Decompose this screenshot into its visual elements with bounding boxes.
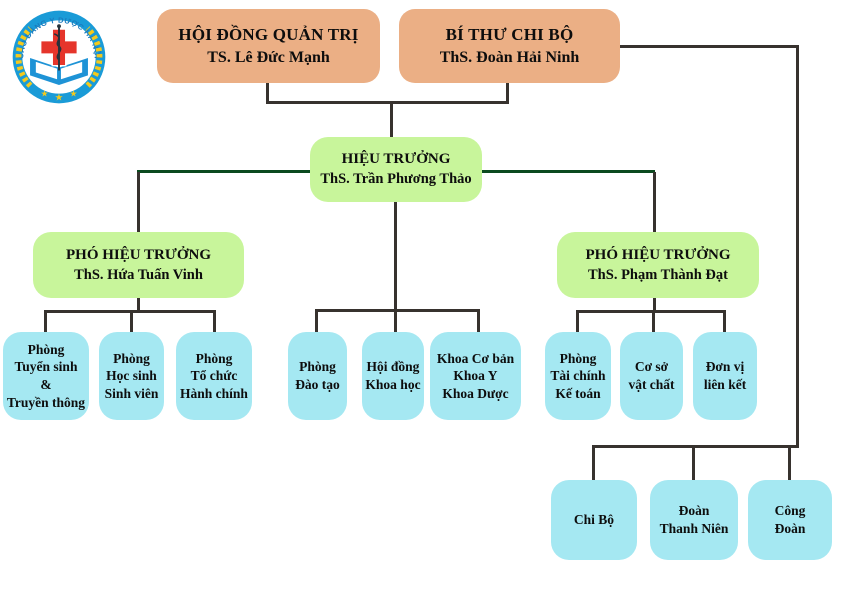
node-dept-doan-thanh-nien: Đoàn Thanh Niên bbox=[650, 480, 738, 560]
connector bbox=[788, 447, 791, 481]
node-label: Khoa Cơ bản Khoa Y Khoa Dược bbox=[436, 350, 515, 401]
connector bbox=[576, 312, 579, 333]
connector bbox=[692, 447, 695, 481]
connector bbox=[137, 298, 140, 312]
node-label: Công Đoàn bbox=[774, 503, 806, 536]
node-label: Đoàn Thanh Niên bbox=[659, 503, 729, 536]
node-label: Hội đồng Khoa học bbox=[365, 359, 421, 392]
connector bbox=[592, 445, 799, 448]
node-dept-tuyen-sinh-truyen-thong: Phòng Tuyển sinh & Truyền thông bbox=[3, 332, 89, 420]
node-vp-left-person: ThS. Hứa Tuấn Vinh bbox=[74, 266, 203, 283]
logo-cross-icon bbox=[39, 24, 79, 71]
node-board: HỘI ĐỒNG QUẢN TRỊ TS. Lê Đức Mạnh bbox=[157, 9, 380, 83]
connector bbox=[592, 447, 595, 481]
node-dept-dao-tao: Phòng Đào tạo bbox=[288, 332, 347, 420]
node-label: Phòng Tổ chức Hành chính bbox=[180, 350, 248, 401]
node-dept-don-vi-lien-ket: Đơn vị liên kết bbox=[693, 332, 757, 420]
node-label: Phòng Tài chính Kế toán bbox=[550, 350, 606, 401]
node-party-secretary-title: BÍ THƯ CHI BỘ bbox=[445, 25, 574, 44]
node-label: Phòng Tuyển sinh & Truyền thông bbox=[6, 341, 86, 410]
logo-laurel-left-icon bbox=[15, 26, 33, 88]
node-label: Phòng Đào tạo bbox=[295, 359, 340, 392]
node-vice-principal-left: PHÓ HIỆU TRƯỞNG ThS. Hứa Tuấn Vinh bbox=[33, 232, 244, 298]
node-label: Chi Bộ bbox=[573, 512, 615, 528]
node-dept-hoc-sinh-sinh-vien: Phòng Học sinh Sinh viên bbox=[99, 332, 164, 420]
node-dept-tai-chinh-ke-toan: Phòng Tài chính Kế toán bbox=[545, 332, 611, 420]
node-vice-principal-right: PHÓ HIỆU TRƯỞNG ThS. Phạm Thành Đạt bbox=[557, 232, 759, 298]
connector bbox=[44, 310, 216, 313]
connector bbox=[653, 172, 656, 232]
connector bbox=[315, 309, 480, 312]
connector bbox=[315, 311, 318, 333]
node-vp-right-person: ThS. Phạm Thành Đạt bbox=[588, 266, 728, 283]
school-logo-graphic: CAO ĐẲNG Y DƯỢC HÀ NỘI ★ ★ ★ bbox=[12, 10, 106, 104]
connector bbox=[213, 312, 216, 333]
node-dept-co-so-vat-chat: Cơ sở vật chất bbox=[620, 332, 683, 420]
connector bbox=[477, 311, 480, 333]
logo-book-icon bbox=[30, 57, 88, 85]
node-dept-khoa: Khoa Cơ bản Khoa Y Khoa Dược bbox=[430, 332, 521, 420]
connector bbox=[394, 311, 397, 333]
connector bbox=[482, 170, 655, 173]
node-principal-title: HIỆU TRƯỞNG bbox=[341, 151, 451, 167]
connector bbox=[137, 172, 140, 232]
node-board-person: TS. Lê Đức Mạnh bbox=[207, 49, 330, 66]
node-vp-right-title: PHÓ HIỆU TRƯỞNG bbox=[585, 246, 731, 263]
connector bbox=[266, 83, 269, 103]
connector bbox=[652, 312, 655, 333]
connector bbox=[576, 310, 726, 313]
connector bbox=[653, 298, 656, 312]
node-party-secretary: BÍ THƯ CHI BỘ ThS. Đoàn Hải Ninh bbox=[399, 9, 620, 83]
connector bbox=[506, 83, 509, 103]
connector bbox=[796, 45, 799, 448]
node-principal: HIỆU TRƯỞNG ThS. Trần Phương Thảo bbox=[310, 137, 482, 202]
svg-text:★: ★ bbox=[55, 92, 64, 103]
svg-text:★: ★ bbox=[70, 90, 78, 100]
connector bbox=[620, 45, 799, 48]
node-dept-hoi-dong-khoa-hoc: Hội đồng Khoa học bbox=[362, 332, 424, 420]
node-dept-cong-doan: Công Đoàn bbox=[748, 480, 832, 560]
school-logo: CAO ĐẲNG Y DƯỢC HÀ NỘI ★ ★ ★ bbox=[4, 2, 114, 112]
connector bbox=[266, 101, 509, 104]
logo-stars-icon: ★ ★ ★ bbox=[41, 90, 78, 104]
connector bbox=[394, 202, 397, 311]
connector bbox=[44, 312, 47, 333]
node-label: Đơn vị liên kết bbox=[703, 359, 747, 392]
node-dept-chi-bo: Chi Bộ bbox=[551, 480, 637, 560]
node-dept-to-chuc-hanh-chinh: Phòng Tổ chức Hành chính bbox=[176, 332, 252, 420]
node-principal-person: ThS. Trần Phương Thảo bbox=[320, 171, 472, 187]
connector bbox=[723, 312, 726, 333]
logo-laurel-right-icon bbox=[85, 26, 103, 88]
node-label: Cơ sở vật chất bbox=[628, 359, 675, 392]
connector bbox=[390, 103, 393, 137]
node-label: Phòng Học sinh Sinh viên bbox=[104, 350, 159, 401]
node-party-secretary-person: ThS. Đoàn Hải Ninh bbox=[439, 49, 580, 66]
connector bbox=[130, 312, 133, 333]
node-vp-left-title: PHÓ HIỆU TRƯỞNG bbox=[65, 246, 211, 263]
connector bbox=[137, 170, 310, 173]
node-board-title: HỘI ĐỒNG QUẢN TRỊ bbox=[178, 25, 359, 44]
svg-text:★: ★ bbox=[41, 90, 49, 100]
